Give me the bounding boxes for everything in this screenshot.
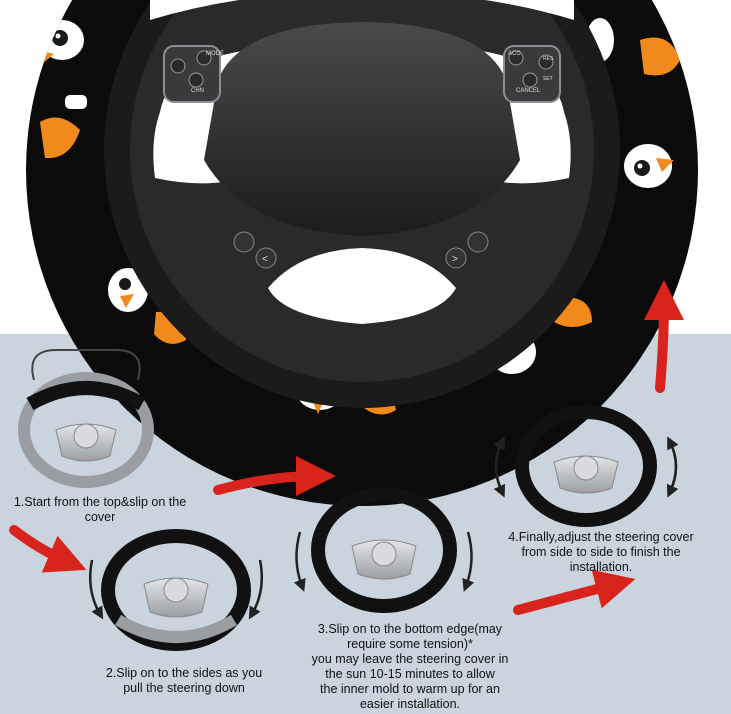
steering-wheel-cover: MODE CHN ACC RES SET CANCEL <: [26, 0, 698, 506]
step-4-text: 4.Finally,adjust the steering cover from…: [508, 530, 694, 574]
step-3-text: 3.Slip on to the bottom edge(may require…: [311, 622, 509, 711]
chn-label: CHN: [191, 88, 204, 94]
step-4-illustration: [493, 405, 679, 527]
svg-text:>: >: [452, 254, 458, 265]
progress-arrows: [9, 280, 684, 615]
step-2-text: 2.Slip on to the sides as you pull the s…: [105, 666, 263, 695]
arrow-step4-up: [643, 280, 684, 393]
left-control-buttons: MODE CHN: [163, 45, 224, 103]
penguin-icon: [624, 144, 674, 188]
penguin-icon: [640, 37, 680, 76]
step-2-illustration: [89, 529, 263, 651]
arrow-step2-to-step3: [213, 456, 336, 497]
step-3-illustration: [293, 487, 475, 613]
arrow-step3-to-step4: [513, 569, 636, 615]
penguin-icon: [40, 95, 87, 159]
penguin-icon: [108, 268, 187, 344]
step-1-illustration: [18, 349, 154, 488]
set-label: SET: [543, 76, 553, 82]
acc-label: ACC: [508, 51, 521, 57]
cancel-label: CANCEL: [516, 88, 541, 94]
lower-control-buttons: < >: [233, 231, 489, 269]
svg-text:<: <: [262, 254, 268, 265]
res-label: RES: [543, 56, 554, 62]
mode-label: MODE: [206, 51, 224, 57]
arrow-step1-to-step2: [9, 525, 87, 573]
right-control-buttons: ACC RES SET CANCEL: [503, 45, 561, 103]
step-1-text: 1.Start from the top&slip on the cover: [13, 495, 187, 524]
